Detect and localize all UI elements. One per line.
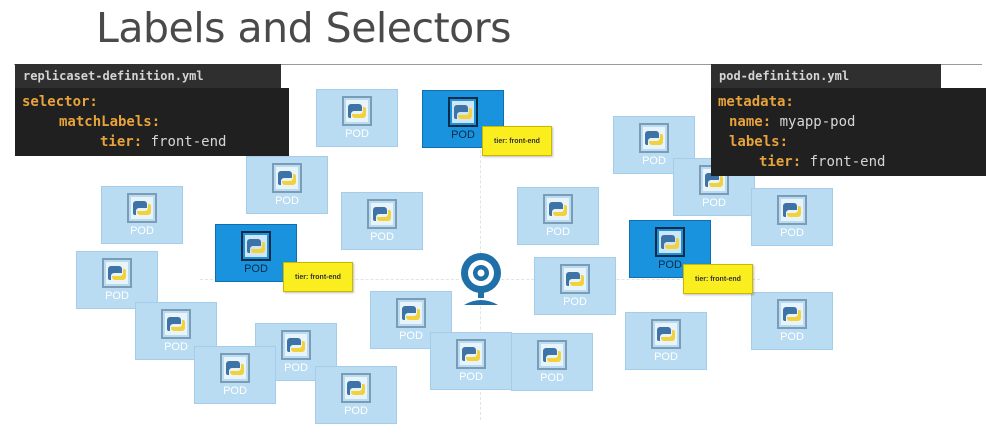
pod-label: POD: [164, 341, 188, 353]
pod: POD: [101, 186, 183, 244]
code-key: tier:: [100, 134, 143, 150]
code-line: labels:: [711, 132, 986, 152]
pod: POD: [194, 346, 276, 404]
pod-label: POD: [642, 155, 666, 167]
code-key: name:: [729, 114, 772, 130]
python-logo-icon: [281, 330, 311, 360]
python-logo-icon: [220, 353, 250, 383]
python-logo-icon: [639, 123, 669, 153]
pod-label: POD: [223, 385, 247, 397]
python-logo-icon: [543, 194, 573, 224]
pod: POD: [534, 257, 616, 315]
replicaset-filename: replicaset-definition.yml: [23, 69, 204, 83]
pod-label: POD: [284, 362, 308, 374]
pod-label: POD: [399, 330, 423, 342]
python-logo-icon: [537, 340, 567, 370]
code-line: tier: front-end: [711, 152, 986, 172]
code-line: tier: front-end: [15, 132, 289, 152]
pod-label: POD: [244, 263, 268, 275]
code-key: matchLabels:: [59, 114, 161, 130]
pod: POD: [76, 251, 158, 309]
python-logo-icon: [272, 163, 302, 193]
python-logo-icon: [342, 96, 372, 126]
replicaset-filename-bar: replicaset-definition.yml: [15, 64, 281, 88]
python-logo-icon: [161, 309, 191, 339]
pod-definition-filename: pod-definition.yml: [719, 69, 850, 83]
pod-label: POD: [658, 259, 682, 271]
code-key: metadata:: [718, 94, 794, 110]
title-divider: [14, 64, 982, 65]
code-value: front-end: [150, 134, 227, 150]
code-line: metadata:: [711, 92, 986, 112]
pod: POD: [316, 89, 398, 147]
pod-label: POD: [344, 405, 368, 417]
pod-label: POD: [459, 371, 483, 383]
pod: POD: [751, 292, 833, 350]
python-logo-icon: [396, 298, 426, 328]
code-value: front-end: [809, 154, 886, 170]
pod-label: POD: [275, 195, 299, 207]
pod-label: POD: [540, 372, 564, 384]
pod-label: POD: [702, 197, 726, 209]
python-logo-icon: [777, 299, 807, 329]
pod-definition-code-block: metadata: name: myapp-pod labels: tier: …: [711, 88, 986, 176]
python-logo-icon: [127, 193, 157, 223]
pod: POD: [315, 366, 397, 424]
code-line: matchLabels:: [15, 112, 289, 132]
code-key: tier:: [759, 154, 802, 170]
python-logo-icon: [655, 227, 685, 257]
pod: POD: [341, 192, 423, 250]
code-line: selector:: [15, 92, 289, 112]
pod: POD: [517, 187, 599, 245]
python-logo-icon: [102, 258, 132, 288]
pod-label: POD: [780, 227, 804, 239]
pod-label: POD: [345, 128, 369, 140]
pod-label: POD: [130, 225, 154, 237]
pod-label: POD: [105, 290, 129, 302]
label-tag: tier: front-end: [482, 126, 552, 156]
python-logo-icon: [651, 319, 681, 349]
code-line: name: myapp-pod: [711, 112, 986, 132]
label-tag: tier: front-end: [683, 264, 753, 294]
pod-label: POD: [546, 226, 570, 238]
pod: POD: [430, 332, 512, 390]
pod: POD: [751, 188, 833, 246]
pod-label: POD: [780, 331, 804, 343]
pod-label: POD: [563, 296, 587, 308]
python-logo-icon: [341, 373, 371, 403]
python-logo-icon: [367, 199, 397, 229]
python-logo-icon: [777, 195, 807, 225]
python-logo-icon: [241, 231, 271, 261]
pod-label: POD: [370, 231, 394, 243]
pod-label: POD: [451, 129, 475, 141]
python-logo-icon: [560, 264, 590, 294]
python-logo-icon: [448, 97, 478, 127]
slide-title: Labels and Selectors: [96, 4, 511, 52]
pod: POD: [246, 156, 328, 214]
python-logo-icon: [456, 339, 486, 369]
code-value: myapp-pod: [779, 114, 856, 130]
pod-label: POD: [654, 351, 678, 363]
replicaset-code-block: selector: matchLabels: tier: front-end: [15, 88, 289, 156]
pod: POD: [625, 312, 707, 370]
pod: POD: [511, 333, 593, 391]
code-key: selector:: [22, 94, 98, 110]
pod-selected: POD: [629, 220, 711, 278]
pod-definition-filename-bar: pod-definition.yml: [711, 64, 941, 88]
label-tag: tier: front-end: [283, 262, 353, 292]
webcam-icon: [461, 253, 501, 305]
code-key: labels:: [729, 134, 789, 150]
